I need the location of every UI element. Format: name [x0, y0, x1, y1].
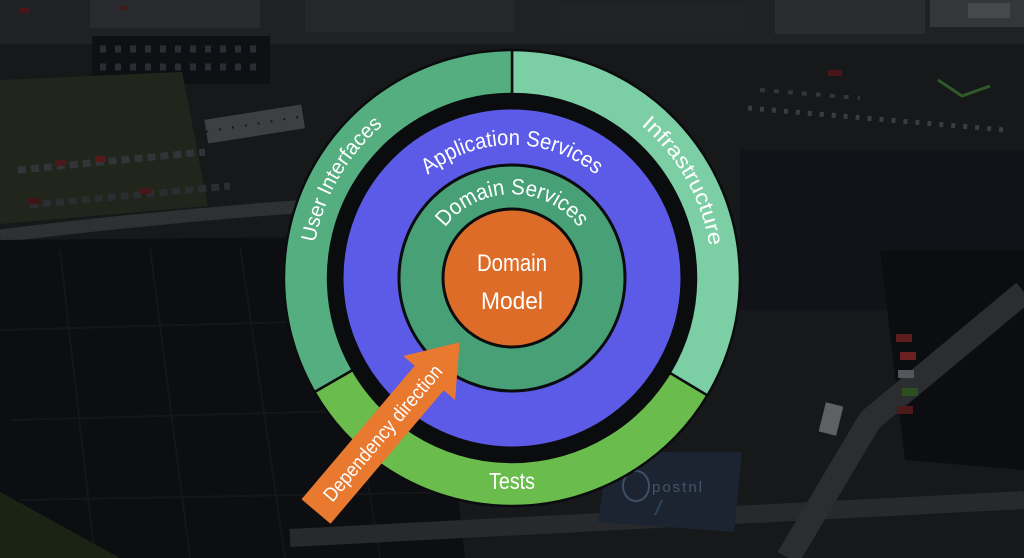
dependency-arrow-shape: [301, 342, 460, 524]
onion-diagram: User Interfaces Infrastructure Applicati…: [282, 48, 742, 524]
photo-grass-corner: [0, 492, 120, 558]
photo-road-right: [777, 282, 1024, 558]
label-domain-model-line2: Model: [481, 288, 543, 315]
circle-domain-model: [441, 207, 583, 349]
postnl-watermark-text: postnl: [652, 479, 704, 496]
photo-rooftops-top: [20, 0, 1024, 34]
label-domain-model-line1: Domain: [477, 250, 547, 277]
postnl-shield-logo: [622, 470, 650, 502]
photo-trailer-row: [204, 104, 305, 144]
label-tests: Tests: [489, 468, 535, 494]
photo-parking-right: [818, 334, 918, 436]
photo-parking-rows-left: [17, 148, 231, 209]
photo-grass-field: [0, 72, 208, 224]
postnl-roof-mark: [654, 499, 663, 516]
